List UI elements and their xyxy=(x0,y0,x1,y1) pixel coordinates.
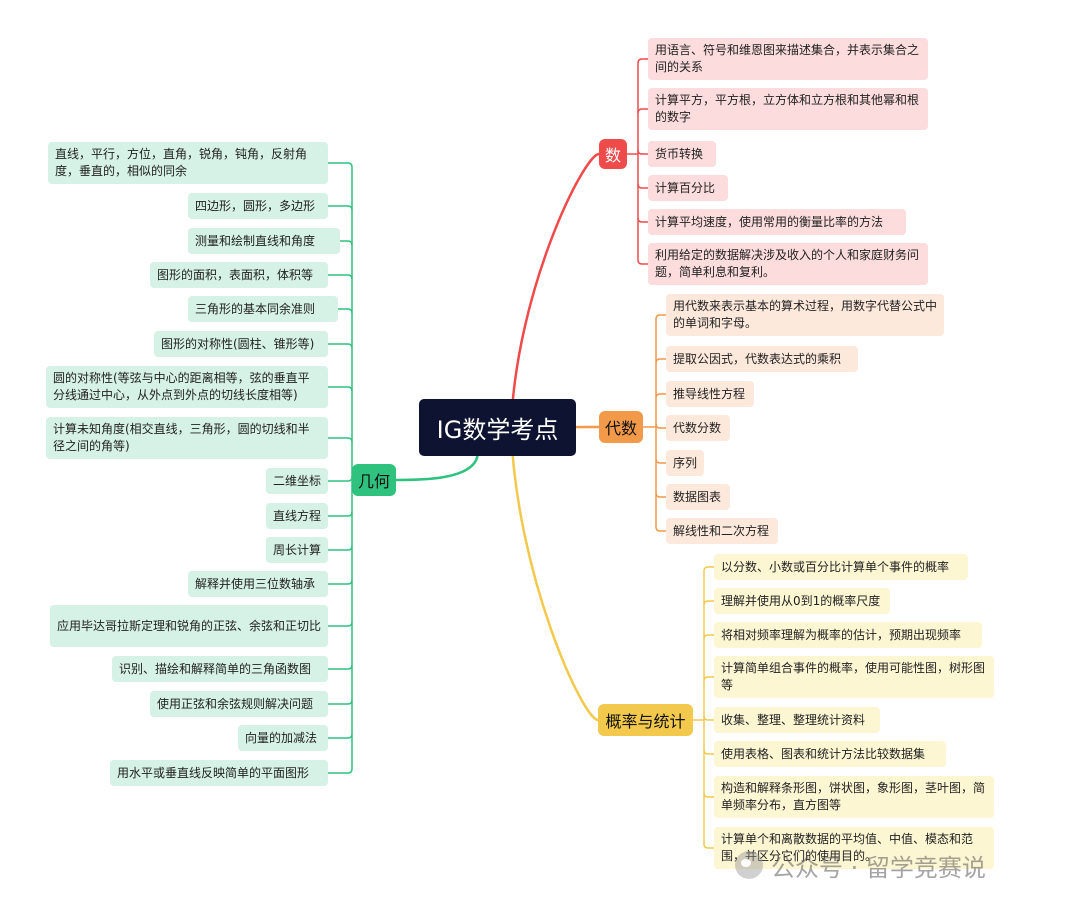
algebra-leaf-2[interactable]: 提取公因式，代数表达式的乘积 xyxy=(666,346,858,372)
geometry-leaf-10[interactable]: 直线方程 xyxy=(266,503,328,529)
geometry-leaf-link-11 xyxy=(328,545,353,551)
geometry-leaf-link-9 xyxy=(328,476,353,482)
wechat-icon xyxy=(735,851,763,879)
algebra-leaf-3[interactable]: 推导线性方程 xyxy=(666,381,754,407)
probability-leaf-5[interactable]: 收集、整理、整理统计资料 xyxy=(714,707,880,733)
branch-algebra-leaf-link-4 xyxy=(655,423,666,429)
geometry-leaf-link-16 xyxy=(328,733,353,739)
geometry-leaf-13[interactable]: 应用毕达哥拉斯定理和锐角的正弦、余弦和正切比 xyxy=(50,605,328,647)
branch-geometry-link xyxy=(395,455,479,482)
geometry-leaf-link-15 xyxy=(328,699,353,705)
branch-probability-statistics[interactable]: 概率与统计 xyxy=(598,704,693,736)
geometry-leaf-link-1 xyxy=(328,162,353,168)
watermark: 公众号 · 留学竞赛说 xyxy=(735,845,1055,885)
geometry-leaf-link-17 xyxy=(328,768,353,774)
number-leaf-4[interactable]: 计算百分比 xyxy=(648,175,728,201)
branch-probability-statistics-leaf-link-6 xyxy=(703,749,714,755)
geometry-leaf-link-7 xyxy=(328,386,353,392)
geometry-leaf-16[interactable]: 向量的加减法 xyxy=(238,725,328,751)
branch-number-leaf-link-6 xyxy=(637,259,648,265)
algebra-leaf-7[interactable]: 解线性和二次方程 xyxy=(666,518,778,544)
algebra-leaf-6[interactable]: 数据图表 xyxy=(666,484,730,510)
geometry-leaf-4[interactable]: 图形的面积，表面积，体积等 xyxy=(150,262,328,288)
branch-geometry[interactable]: 几何 xyxy=(352,464,396,496)
branch-number[interactable]: 数 xyxy=(599,139,627,169)
probability-leaf-4[interactable]: 计算简单组合事件的概率，使用可能性图，树形图等 xyxy=(714,656,994,698)
algebra-leaf-5[interactable]: 序列 xyxy=(666,450,704,476)
branch-probability-statistics-leaf-link-4 xyxy=(703,676,714,682)
geometry-leaf-8[interactable]: 计算未知角度(相交直线，三角形，圆的切线和半径之间的角等) xyxy=(46,417,328,459)
branch-algebra-leaf-link-5 xyxy=(655,458,666,464)
number-leaf-3[interactable]: 货币转换 xyxy=(648,141,716,167)
watermark-text: 公众号 · 留学竞赛说 xyxy=(771,853,986,882)
number-leaf-2[interactable]: 计算平方，平方根，立方体和立方根和其他幂和根的数字 xyxy=(648,88,928,130)
geometry-leaf-link-12 xyxy=(328,579,353,585)
branch-number-leaf-link-3 xyxy=(637,149,648,155)
geometry-leaf-5[interactable]: 三角形的基本同余准则 xyxy=(188,296,338,322)
geometry-leaf-link-8 xyxy=(328,437,353,443)
geometry-leaf-1[interactable]: 直线，平行，方位，直角，锐角，钝角，反射角度，垂直的，相似的同余 xyxy=(48,142,328,184)
geometry-leaf-link-13 xyxy=(328,621,353,627)
probability-leaf-7[interactable]: 构造和解释条形图，饼状图，象形图，茎叶图，简单频率分布，直方图等 xyxy=(714,776,994,818)
branch-probability-statistics-leaf-link-3 xyxy=(703,634,714,640)
branch-algebra-leaf-link-3 xyxy=(655,393,666,399)
geometry-leaf-link-4 xyxy=(328,274,353,280)
branch-probability-statistics-link xyxy=(509,427,599,722)
algebra-leaf-4[interactable]: 代数分数 xyxy=(666,415,730,441)
algebra-leaf-1[interactable]: 用代数来表示基本的算术过程，用数字代替公式中的单词和字母。 xyxy=(666,294,944,336)
geometry-leaf-7[interactable]: 圆的对称性(等弦与中心的距离相等，弦的垂直平分线通过中心，从外点到外点的切线长度… xyxy=(46,366,328,408)
branch-algebra[interactable]: 代数 xyxy=(599,411,643,443)
probability-leaf-6[interactable]: 使用表格、图表和统计方法比较数据集 xyxy=(714,741,946,767)
branch-number-leaf-link-5 xyxy=(637,217,648,223)
geometry-leaf-link-2 xyxy=(328,205,353,211)
geometry-leaf-11[interactable]: 周长计算 xyxy=(266,537,328,563)
branch-number-leaf-link-2 xyxy=(637,108,648,114)
branch-algebra-leaf-link-1 xyxy=(655,314,666,320)
geometry-leaf-3[interactable]: 测量和绘制直线和角度 xyxy=(188,228,340,254)
geometry-leaf-link-6 xyxy=(328,343,353,349)
geometry-leaf-2[interactable]: 四边形，圆形，多边形 xyxy=(188,193,328,219)
geometry-leaf-17[interactable]: 用水平或垂直线反映简单的平面图形 xyxy=(110,760,328,786)
branch-probability-statistics-leaf-link-5 xyxy=(703,715,714,721)
geometry-leaf-link-14 xyxy=(328,664,353,670)
geometry-leaf-15[interactable]: 使用正弦和余弦规则解决问题 xyxy=(150,691,328,717)
probability-leaf-2[interactable]: 理解并使用从0到1的概率尺度 xyxy=(714,588,890,614)
branch-number-leaf-link-1 xyxy=(637,58,648,64)
geometry-leaf-6[interactable]: 图形的对称性(圆柱、锥形等) xyxy=(154,331,328,357)
root-topic[interactable]: IG数学考点 xyxy=(419,399,576,456)
branch-number-link xyxy=(509,152,600,428)
probability-leaf-1[interactable]: 以分数、小数或百分比计算单个事件的概率 xyxy=(714,554,968,580)
branch-probability-statistics-leaf-link-8 xyxy=(703,843,714,849)
number-leaf-1[interactable]: 用语言、符号和维恩图来描述集合，并表示集合之间的关系 xyxy=(648,38,928,80)
number-leaf-5[interactable]: 计算平均速度，使用常用的衡量比率的方法 xyxy=(648,209,906,235)
branch-algebra-leaf-link-2 xyxy=(655,358,666,364)
geometry-leaf-link-3 xyxy=(340,240,353,246)
branch-number-leaf-link-4 xyxy=(637,183,648,189)
geometry-leaf-link-10 xyxy=(328,511,353,517)
branch-probability-statistics-leaf-link-1 xyxy=(703,566,714,572)
probability-leaf-8[interactable]: 计算单个和离散数据的平均值、中值、模态和范围，并区分它们的使用目的。 xyxy=(714,827,994,869)
geometry-leaf-14[interactable]: 识别、描绘和解释简单的三角函数图 xyxy=(112,656,328,682)
number-leaf-6[interactable]: 利用给定的数据解决涉及收入的个人和家庭财务问题，简单利息和复利。 xyxy=(648,243,928,285)
geometry-leaf-link-5 xyxy=(338,308,353,314)
probability-leaf-3[interactable]: 将相对频率理解为概率的估计，预期出现频率 xyxy=(714,622,982,648)
branch-algebra-leaf-link-6 xyxy=(655,492,666,498)
geometry-leaf-12[interactable]: 解释并使用三位数轴承 xyxy=(188,571,328,597)
geometry-leaf-9[interactable]: 二维坐标 xyxy=(266,468,328,494)
branch-probability-statistics-leaf-link-7 xyxy=(703,792,714,798)
branch-algebra-leaf-link-7 xyxy=(655,526,666,532)
branch-probability-statistics-leaf-link-2 xyxy=(703,600,714,606)
